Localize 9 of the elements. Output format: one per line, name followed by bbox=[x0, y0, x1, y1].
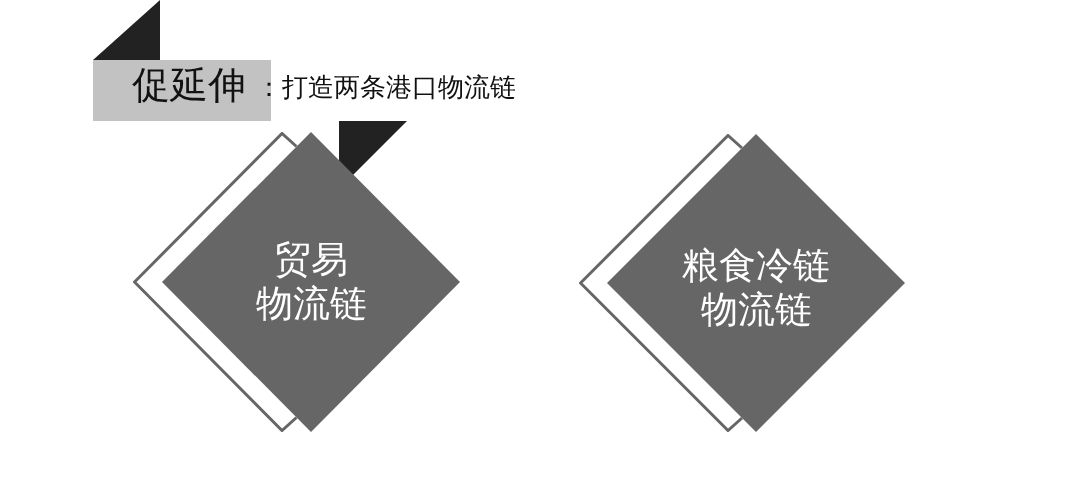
diamond-label: 贸易 bbox=[274, 237, 348, 282]
diamond-label: 物流链 bbox=[255, 282, 367, 327]
diamond-label: 物流链 bbox=[700, 288, 812, 333]
title-box bbox=[93, 60, 271, 121]
category-diamond bbox=[133, 132, 460, 432]
category-diamond bbox=[579, 134, 905, 432]
diamond-label: 粮食冷链 bbox=[682, 243, 830, 288]
title-subtitle: ：打造两条港口物流链 bbox=[256, 72, 516, 104]
title-keyword: 促延伸 bbox=[132, 62, 246, 109]
